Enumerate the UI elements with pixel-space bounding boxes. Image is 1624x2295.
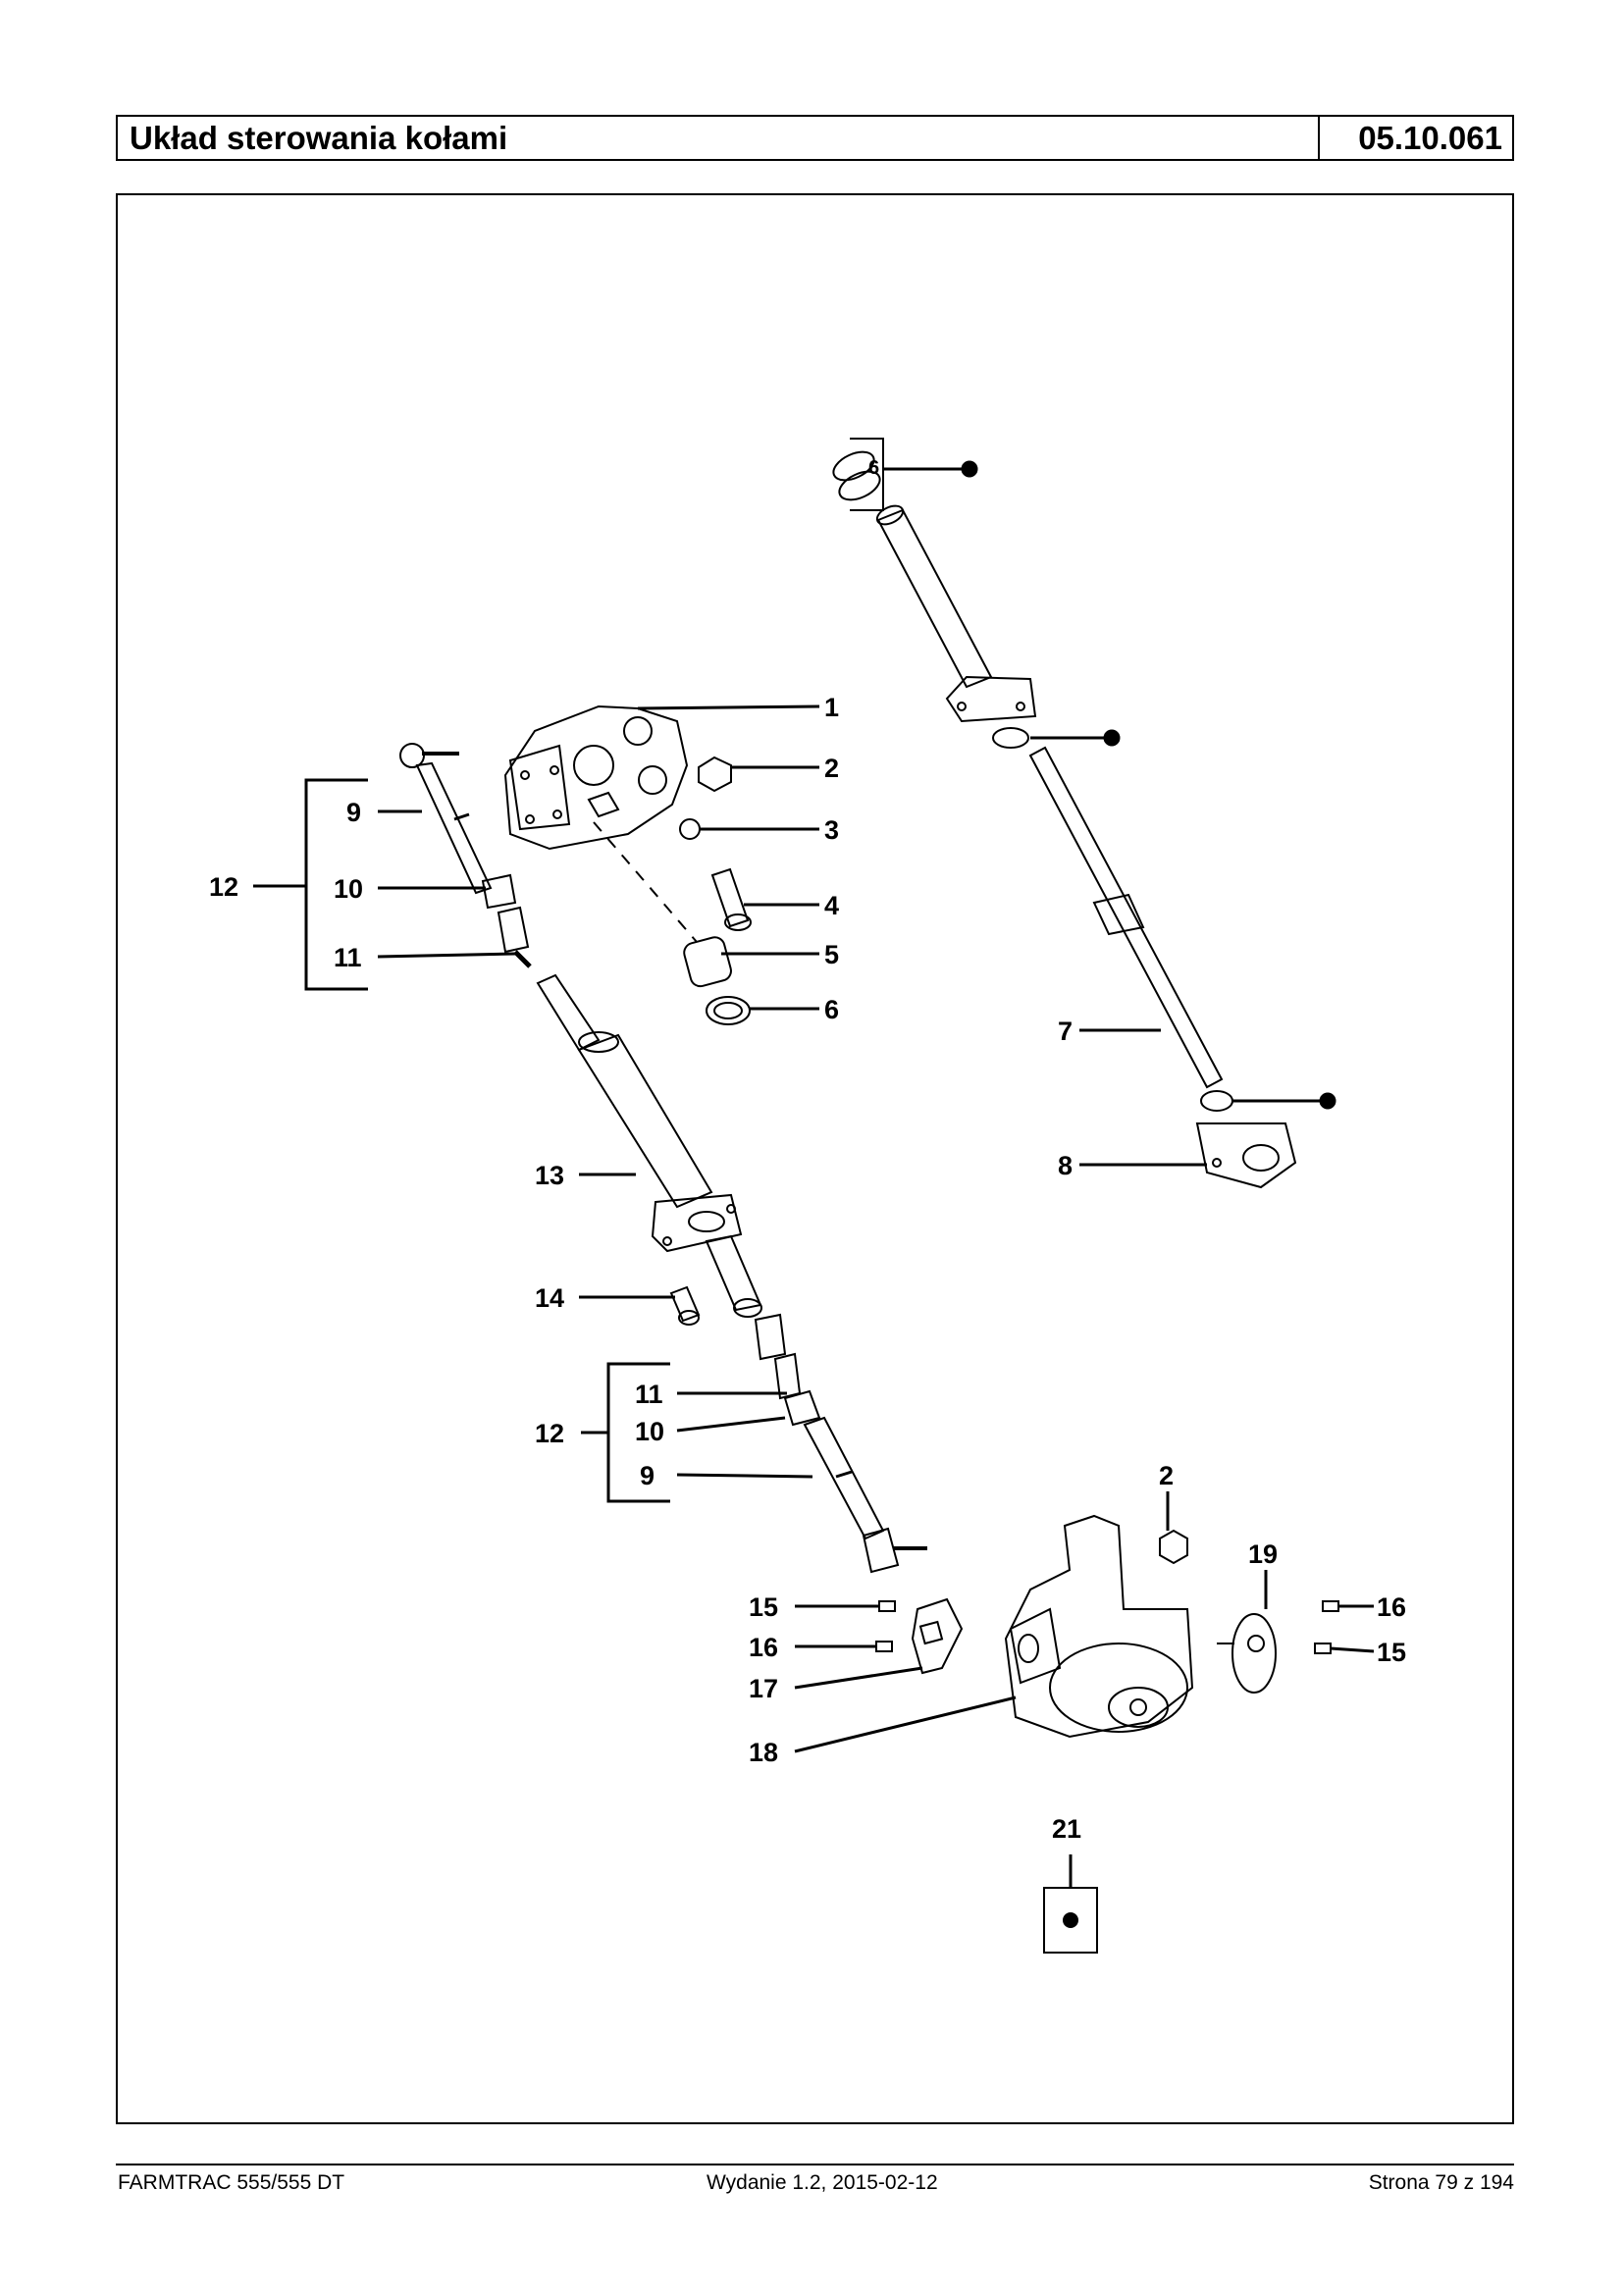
callout-17: 17 (749, 1674, 778, 1703)
callout-7: 7 (1058, 1017, 1073, 1046)
bolt (710, 867, 752, 931)
callout-2: 2 (824, 754, 839, 783)
callout-19: 19 (1248, 1539, 1278, 1569)
kingpin-cap-left (911, 1597, 964, 1675)
callout-11-upper: 11 (334, 943, 362, 972)
bolt-lower (669, 1285, 701, 1326)
callout-labels: 1 2 3 4 5 6 7 8 9 10 11 12 13 14 11 12 1… (209, 457, 1406, 1844)
hex-nut-knuckle (1159, 1529, 1188, 1565)
callout-2-lower: 2 (1159, 1461, 1174, 1490)
tie-rod-lower (783, 1389, 927, 1574)
page-header: Układ sterowania kołami 05.10.061 (116, 115, 1514, 161)
callout-11-lower: 11 (635, 1380, 663, 1409)
leader-lines (253, 460, 1375, 1888)
kit-box (1043, 1887, 1098, 1954)
footer-divider (116, 2164, 1514, 2165)
diagram-frame (116, 193, 1514, 2124)
callout-16-right: 16 (1377, 1592, 1406, 1622)
kingpin-cap-right (1217, 1613, 1277, 1694)
callout-1: 1 (824, 693, 839, 722)
footer-model: FARMTRAC 555/555 DT (118, 2171, 345, 2194)
callout-6-top: 6 (868, 457, 879, 479)
hex-nut (698, 756, 732, 793)
callout-13: 13 (535, 1161, 564, 1190)
page-title: Układ sterowania kołami (118, 117, 1320, 159)
callout-4: 4 (824, 891, 839, 920)
callout-5: 5 (824, 940, 839, 969)
callout-9-upper: 9 (346, 798, 361, 827)
grease-fittings (875, 1600, 1339, 1654)
footer-edition: Wydanie 1.2, 2015-02-12 (707, 2171, 938, 2194)
steering-housing (503, 704, 689, 851)
tie-rod-upper (399, 743, 532, 968)
callout-3: 3 (824, 815, 839, 845)
callout-15-right: 15 (1377, 1638, 1406, 1667)
callout-12-upper: 12 (209, 872, 238, 902)
steering-column-lower (536, 973, 802, 1400)
small-nut (679, 818, 701, 840)
callout-18: 18 (749, 1738, 778, 1767)
bushing (593, 821, 751, 1025)
callout-14: 14 (535, 1283, 564, 1313)
callout-9-lower: 9 (640, 1461, 655, 1490)
callout-10-lower: 10 (635, 1417, 664, 1446)
footer-page-number: Strona 79 z 194 (1368, 2171, 1514, 2194)
steering-column-shaft-upper (832, 438, 1297, 1189)
steering-knuckle (1004, 1514, 1194, 1739)
callout-15-left: 15 (749, 1592, 778, 1622)
callout-10-upper: 10 (334, 874, 363, 904)
callout-16-left: 16 (749, 1633, 778, 1662)
callout-21: 21 (1052, 1814, 1081, 1844)
section-code: 05.10.061 (1358, 120, 1502, 156)
callout-8: 8 (1058, 1151, 1073, 1180)
callout-12-lower: 12 (535, 1419, 564, 1448)
callout-6: 6 (824, 995, 839, 1024)
